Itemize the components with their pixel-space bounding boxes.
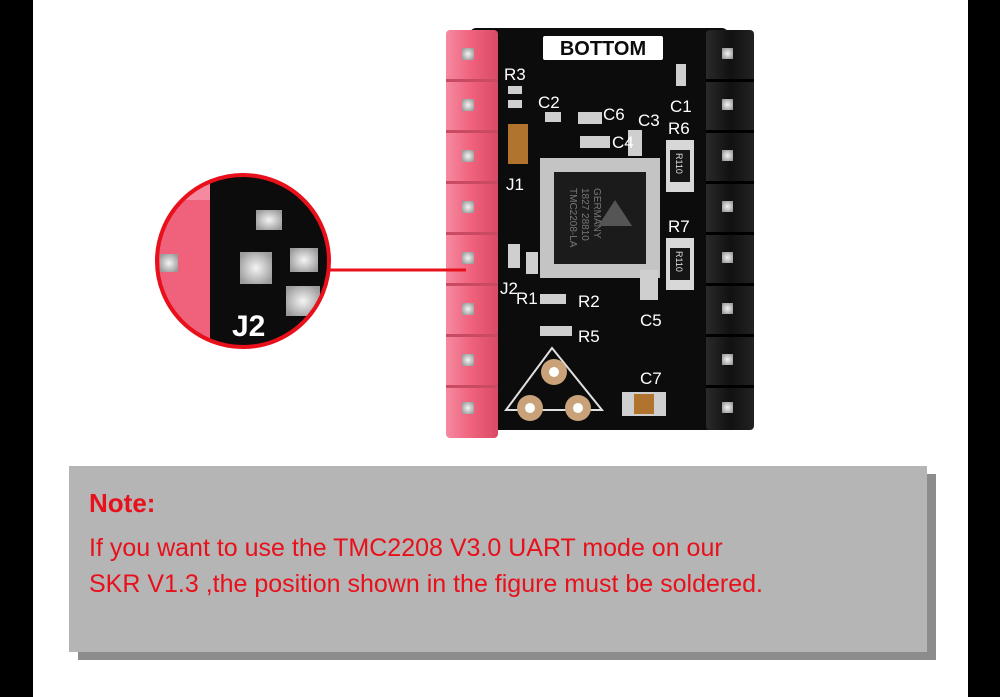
mounting-vias [504,346,605,421]
label-c6: C6 [603,105,625,124]
label-c4: C4 [612,133,634,152]
note-line-1: If you want to use the TMC2208 V3.0 UART… [89,534,723,562]
smd-components [508,64,686,416]
pink-pin-header [446,30,498,438]
chip-marking-1: TMC2208-LA [567,188,578,248]
label-j2: J2 [500,279,518,298]
silkscreen-labels: R3 C2 C6 C3 C1 R6 C4 J1 R7 J2 R1 R2 C5 R… [500,65,692,388]
sense-resistor-2: R110 [666,238,694,290]
driver-chip: TMC2208-LA 1827 28810 GERMANY [540,158,660,278]
label-r6: R6 [668,119,690,138]
label-r3: R3 [504,65,526,84]
silkscreen-bottom: BOTTOM [560,38,646,60]
label-c2: C2 [538,93,560,112]
solder-jumper-zoom: J2 [155,173,331,349]
product-photo: BOTTOM TMC2208-LA 1827 28810 GERMANY R11… [155,28,754,438]
label-r7: R7 [668,217,690,236]
label-c1: C1 [670,97,692,116]
zoom-label-j2: J2 [232,310,265,343]
chip-marking-3: GERMANY [591,188,602,239]
label-r1: R1 [516,289,538,308]
chip-marking-2: 1827 28810 [579,188,590,241]
label-r2: R2 [578,292,600,311]
label-c7: C7 [640,369,662,388]
label-c5: C5 [640,311,662,330]
note-box: Note: If you want to use the TMC2208 V3.… [69,466,927,652]
black-pin-header [706,30,754,430]
sense-resistor-1: R110 [666,140,694,192]
note-text: If you want to use the TMC2208 V3.0 UART… [89,530,907,602]
note-line-2: SKR V1.3 ,the position shown in the figu… [89,570,763,598]
label-r5: R5 [578,327,600,346]
label-c3: C3 [638,111,660,130]
stepper-driver-board: BOTTOM TMC2208-LA 1827 28810 GERMANY R11… [470,28,728,430]
resistor-marking-2: R110 [674,251,684,272]
note-title: Note: [89,488,156,518]
resistor-marking-1: R110 [674,153,684,174]
label-j1: J1 [506,175,524,194]
